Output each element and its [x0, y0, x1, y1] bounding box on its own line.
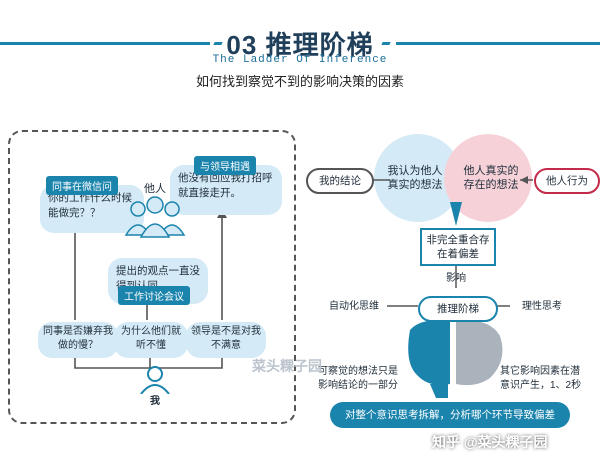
real-thought-text: 他人真实的存在的想法 [463, 165, 519, 191]
question-1: 同事是否嫌弃我做的慢？ [38, 322, 118, 358]
page-subtitle-en: The Ladder Of Inference [212, 54, 388, 66]
my-conclusion-pill: 我的结论 [306, 168, 374, 194]
perceived-text: 可察觉的想法只是影响结论的一部分 [318, 366, 398, 391]
header-right-line [396, 42, 600, 45]
page-subtitle-zh: 如何找到察觉不到的影响决策的因素 [195, 74, 404, 89]
center-watermark: 菜头粿子园 [252, 358, 322, 374]
me-to-q1 [74, 356, 160, 369]
auto-thinking-label: 自动化思维 [329, 301, 379, 312]
others-action-pill: 他人行为 [534, 168, 600, 194]
i-think-real-text: 我认为他人真实的想法 [387, 165, 443, 191]
question-2: 为什么他们就听不懂 [114, 322, 188, 358]
subconscious-text: 其它影响因素在潜意识产生，1、2秒 [500, 366, 582, 391]
header-left-line [0, 42, 210, 45]
leader-bubble-text: 他没有回应我打招呼就直接走开。 [178, 172, 273, 199]
corner-watermark: 知乎 @菜头粿子园 [432, 434, 548, 450]
me-person-icon [140, 366, 170, 394]
overlap-box: 非完全重合存在着偏差 [420, 228, 496, 266]
summary-banner: 对整个意识思考拆解，分析哪个环节导致偏差 [330, 402, 570, 428]
others-label: 他人 [144, 183, 166, 195]
page-title: 03 推理阶梯 [226, 30, 374, 60]
rational-thinking-label: 理性思考 [522, 301, 562, 312]
me-to-q3 [160, 356, 223, 369]
leader-tag: 与领导相遇 [194, 156, 256, 175]
circle-my-view [374, 134, 462, 222]
meeting-tag: 工作讨论会议 [118, 286, 190, 305]
wechat-tag: 同事在微信问 [46, 176, 118, 195]
wechat-bubble-text: 你的工作什么时候能做完？？ [48, 192, 132, 219]
circle-real-view [444, 134, 532, 222]
others-group-icon [124, 196, 186, 238]
question-3: 领导是不是对我不满意 [186, 322, 266, 358]
brain-icon [408, 319, 503, 398]
left-panel-frame [8, 130, 296, 424]
ladder-pill: 推理阶梯 [418, 296, 498, 322]
influence-label: 影响 [446, 273, 466, 284]
me-label: 我 [150, 396, 160, 407]
